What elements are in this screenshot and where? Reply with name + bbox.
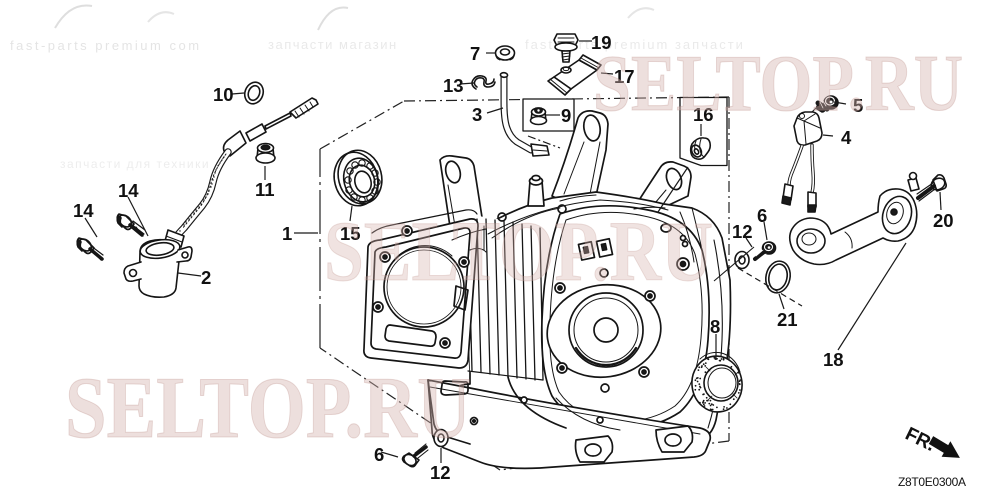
svg-text:11: 11 xyxy=(255,179,275,200)
svg-text:17: 17 xyxy=(614,66,635,87)
svg-text:3: 3 xyxy=(472,104,482,125)
svg-text:8: 8 xyxy=(710,316,720,337)
svg-text:SELTOP.RU: SELTOP.RU xyxy=(324,203,713,299)
svg-text:16: 16 xyxy=(693,104,714,125)
svg-text:7: 7 xyxy=(470,43,480,64)
svg-text:6: 6 xyxy=(757,205,767,226)
svg-text:14: 14 xyxy=(118,180,139,201)
svg-text:9: 9 xyxy=(561,105,571,126)
svg-text:12: 12 xyxy=(430,462,451,483)
svg-text:20: 20 xyxy=(933,210,954,231)
svg-text:fast-parts premium com: fast-parts premium com xyxy=(10,38,202,53)
svg-text:4: 4 xyxy=(841,127,852,148)
svg-text:6: 6 xyxy=(374,444,384,465)
svg-text:1: 1 xyxy=(282,223,292,244)
svg-text:5: 5 xyxy=(853,95,863,116)
svg-text:14: 14 xyxy=(73,200,94,221)
svg-text:запчасти для техники: запчасти для техники xyxy=(60,157,210,171)
svg-text:19: 19 xyxy=(591,32,612,53)
svg-text:13: 13 xyxy=(443,75,464,96)
svg-text:SELTOP.RU: SELTOP.RU xyxy=(65,360,471,457)
svg-text:15: 15 xyxy=(340,223,361,244)
svg-text:Z8T0E0300A: Z8T0E0300A xyxy=(898,475,966,489)
svg-text:2: 2 xyxy=(201,267,211,288)
svg-text:18: 18 xyxy=(823,349,844,370)
svg-text:12: 12 xyxy=(732,221,753,242)
svg-text:SELTOP.RU: SELTOP.RU xyxy=(593,40,963,128)
svg-text:10: 10 xyxy=(213,84,234,105)
svg-text:запчасти магазин: запчасти магазин xyxy=(268,37,398,52)
svg-text:21: 21 xyxy=(777,309,798,330)
